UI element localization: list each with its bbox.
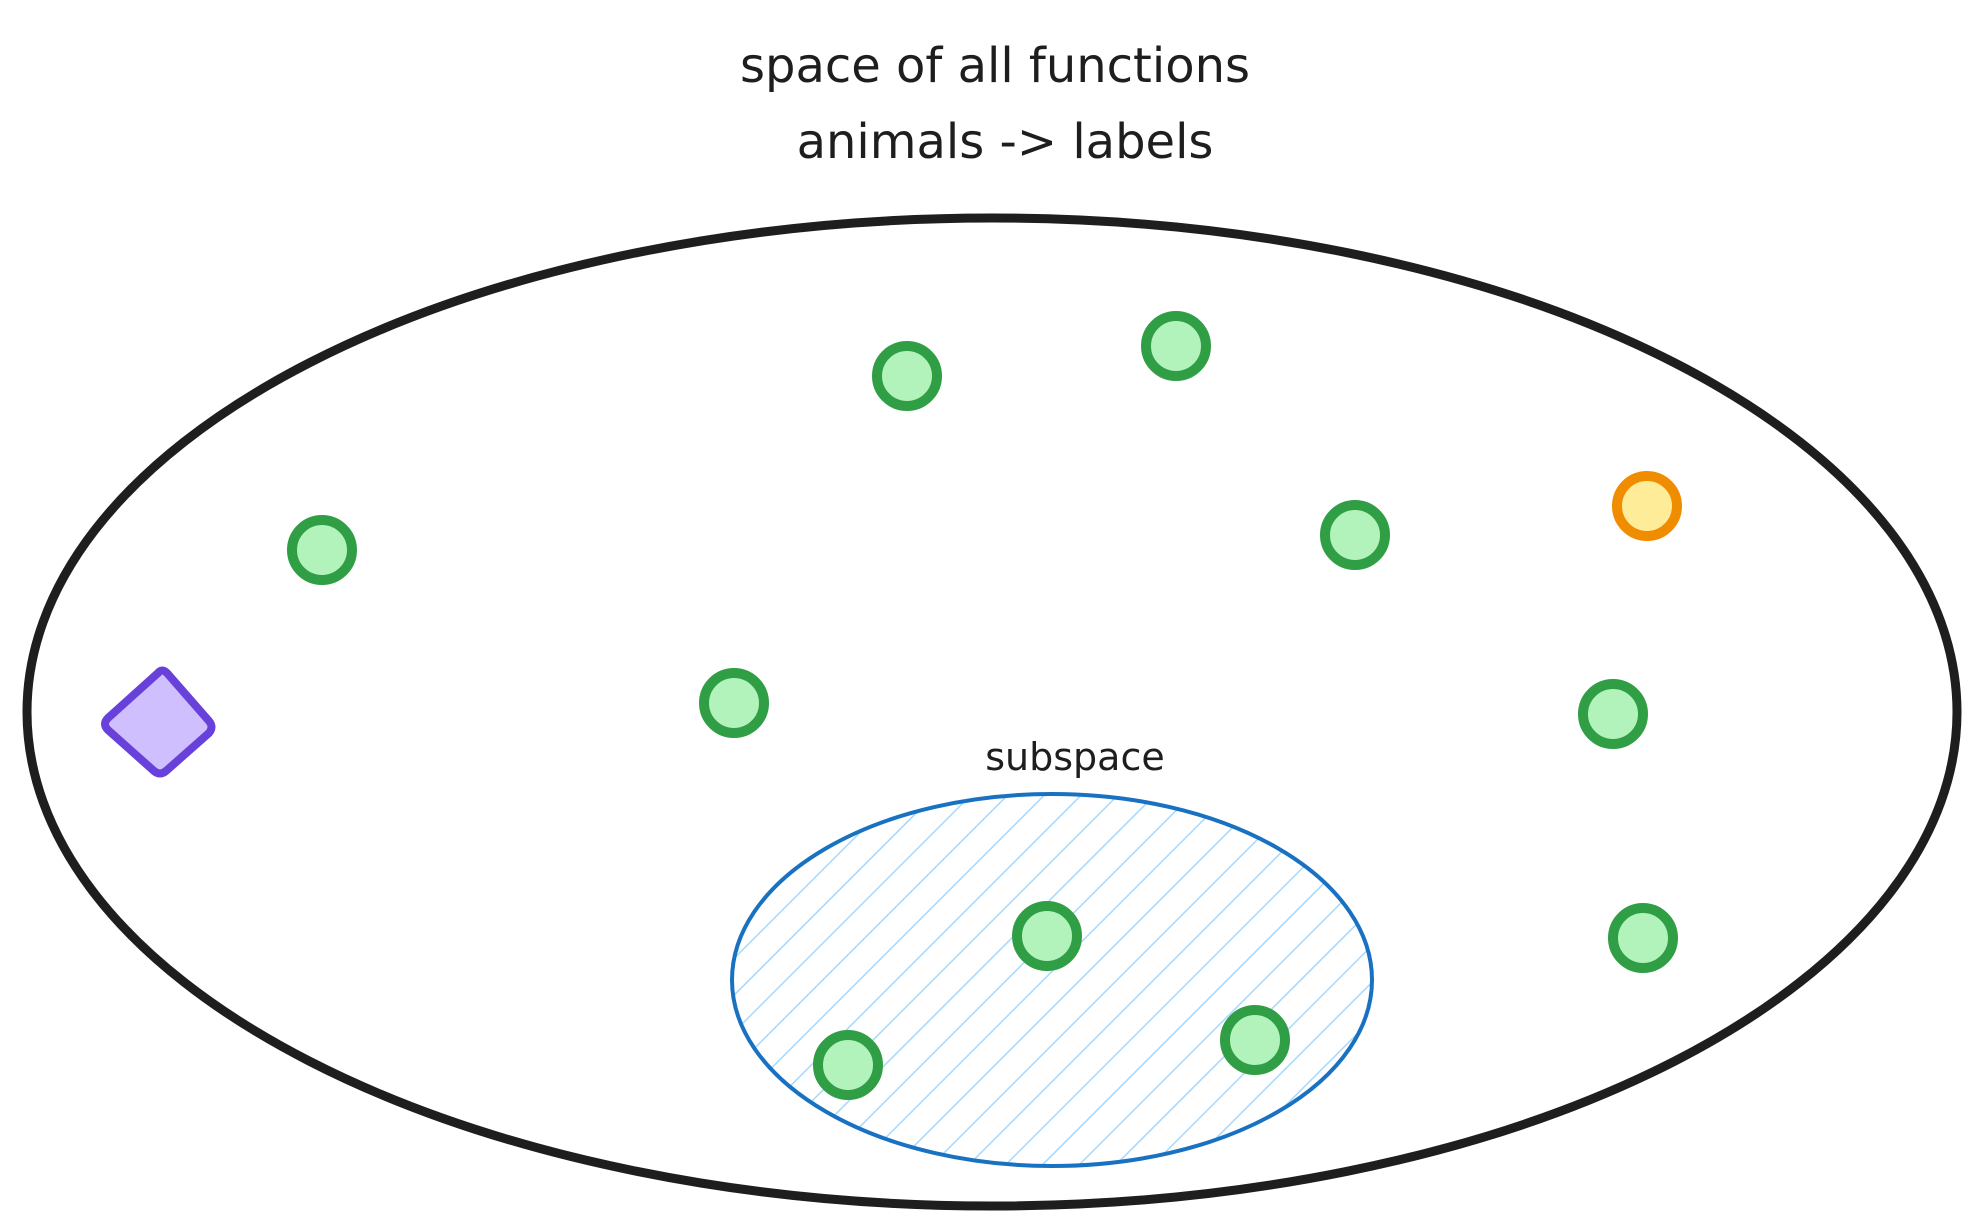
subspace-ellipse [730,792,1374,1168]
green-marker [1141,311,1211,381]
green-markers-outside [287,311,1678,973]
subspace-label: subspace [985,735,1164,779]
green-marker [872,341,942,411]
green-marker [1608,903,1678,973]
green-marker [1220,1005,1290,1075]
title-line-2: animals -> labels [797,114,1214,170]
purple-diamond-marker [101,666,216,778]
green-markers-inside-subspace [813,901,1290,1100]
green-marker [1320,500,1390,570]
green-marker [813,1030,883,1100]
orange-marker [1612,471,1682,541]
green-marker [1578,679,1648,749]
green-marker [287,515,357,585]
green-marker [1012,901,1082,971]
title-line-1: space of all functions [740,38,1250,94]
green-marker [699,668,769,738]
function-space-ellipse [22,213,1962,1211]
